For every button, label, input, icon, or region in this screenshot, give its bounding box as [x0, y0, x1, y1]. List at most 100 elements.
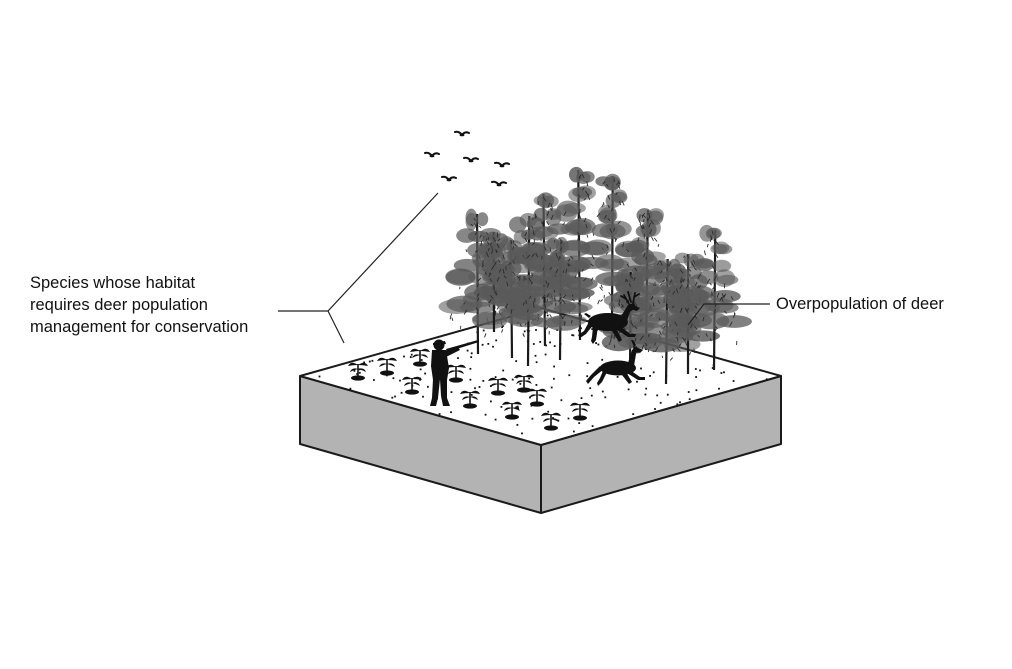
ground-speck [450, 391, 453, 393]
ground-speck [373, 379, 375, 381]
ground-speck [679, 401, 681, 404]
ground-speck [419, 368, 422, 371]
ground-speck [371, 359, 374, 362]
seedling-plant-icon [377, 357, 397, 376]
ground-speck [644, 393, 647, 396]
ground-speck [420, 359, 423, 361]
ground-speck [516, 424, 519, 426]
ground-speck [521, 432, 523, 435]
seedling-plant-icon [502, 401, 522, 420]
ground-speck [580, 327, 582, 330]
ground-speck [466, 349, 469, 352]
seedlings [348, 348, 590, 431]
forest [438, 166, 752, 385]
ground-speck [550, 386, 553, 389]
ground-speck [586, 362, 589, 364]
ground-speck [695, 376, 697, 378]
ground-speck [539, 341, 542, 343]
bird-body [429, 154, 435, 158]
ground-speck [656, 394, 659, 397]
ground-speck [571, 334, 574, 336]
ground-speck [358, 371, 361, 374]
pine-tree-icon [530, 236, 595, 361]
deer-label-text: Overpopulation of deer [776, 295, 944, 313]
ground-speck [394, 395, 396, 398]
ground-speck [494, 376, 497, 378]
ground-speck [699, 369, 701, 372]
ground-speck [601, 390, 604, 393]
ground-speck [474, 387, 476, 390]
ground-speck [586, 375, 589, 378]
species-leader-line-branch [327, 310, 345, 344]
ground-speck [523, 330, 526, 333]
seedling-plant-icon [410, 348, 430, 367]
ground-speck [482, 329, 485, 332]
ground-speck [632, 413, 635, 415]
ground-speck [591, 328, 594, 330]
seedling-plant-icon [460, 390, 480, 409]
ground-speck [694, 368, 697, 370]
seedling-plant-icon [514, 374, 534, 393]
hunter-with-rifle-icon [430, 339, 479, 406]
seedling-plant-icon [541, 412, 561, 431]
bird-body [468, 159, 474, 163]
ground-speck [567, 417, 570, 420]
ground-speck [409, 356, 412, 358]
leaping-stag-icon [578, 291, 640, 344]
ground-speck [492, 345, 494, 348]
ground-speck [349, 387, 352, 390]
ground-speck [597, 343, 600, 346]
ground-speck [438, 413, 441, 415]
ground-speck [732, 380, 735, 382]
ground-speck [553, 345, 556, 347]
ground-speck [535, 329, 537, 331]
ground-speck [502, 369, 505, 372]
ground-speck [481, 343, 484, 346]
seedling-plant-icon [570, 402, 590, 421]
ground-speck [572, 334, 575, 337]
leader-lines [278, 192, 770, 344]
bird-body [496, 183, 502, 187]
ground-speck [519, 383, 522, 385]
ground-speck [546, 314, 549, 317]
leaping-doe-icon [586, 340, 645, 386]
ground-speck [688, 398, 691, 401]
ground-speck [450, 411, 452, 414]
seedling-plant-icon [402, 376, 422, 395]
species-label-line-3: management for conservation [30, 318, 249, 336]
ground-speck [500, 406, 503, 408]
ground-speck [553, 377, 555, 380]
ground-speck [534, 354, 537, 357]
deer-overpopulation-label: Overpopulation of deer [776, 293, 944, 315]
ground-speck [695, 389, 698, 392]
ground-speck [549, 341, 551, 344]
ground-speck [516, 405, 519, 408]
ground-speck [687, 391, 690, 393]
ground-speck [530, 404, 533, 407]
seedling-plant-icon [488, 377, 508, 396]
ground-speck [356, 373, 359, 375]
ground-speck [580, 397, 583, 399]
ground-speck [627, 388, 630, 391]
ground-speck [482, 380, 485, 382]
ground-speck [578, 422, 581, 424]
ground-speck [616, 376, 619, 378]
species-label-line-1: Species whose habitat [30, 274, 196, 292]
ground-speck [469, 367, 472, 370]
ground-speck [515, 360, 518, 362]
ground-speck [399, 379, 401, 382]
ground-speck [604, 396, 607, 399]
ground-speck [368, 360, 371, 363]
ground-speck [392, 377, 395, 380]
pine-tree-icon [462, 231, 528, 333]
ground-speck [515, 406, 518, 409]
ground-speck [711, 367, 714, 369]
pine-tree-icon [676, 224, 752, 371]
ground-speck [501, 326, 503, 329]
ground-speck [484, 413, 487, 416]
ground-speck [568, 374, 571, 377]
ground-speck [718, 387, 720, 390]
ground-speck [318, 375, 321, 378]
ground-speck [391, 396, 394, 399]
